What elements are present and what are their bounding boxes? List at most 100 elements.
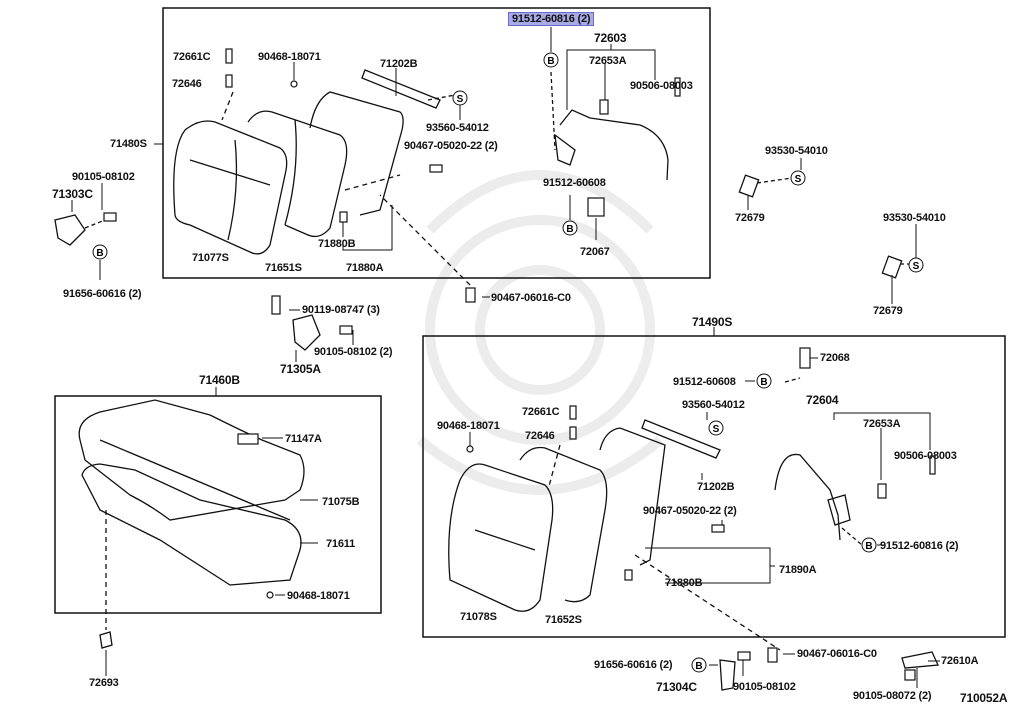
part-label-91656-60616-b[interactable]: 91656-60616 (2)	[594, 659, 673, 671]
part-label-72679[interactable]: 72679	[735, 212, 765, 224]
part-label-90467-06016-C0[interactable]: 90467-06016-C0	[491, 292, 571, 304]
bolt-marker-icon: B	[756, 373, 772, 389]
svg-text:S: S	[795, 174, 802, 185]
part-label-91512-60816-highlighted[interactable]: 91512-60816 (2)	[508, 12, 595, 26]
part-label-71075B[interactable]: 71075B	[322, 496, 360, 508]
bolt-marker-icon: B	[92, 244, 108, 260]
part-label-72603[interactable]: 72603	[594, 31, 627, 45]
part-label-91512-60608[interactable]: 91512-60608	[543, 177, 606, 189]
part-label-90105-08102-c[interactable]: 90105-08102	[733, 681, 796, 693]
ring-90468-icon-b	[466, 445, 474, 453]
part-label-90105-08102[interactable]: 90105-08102	[72, 171, 135, 183]
part-label-71490S[interactable]: 71490S	[692, 315, 733, 329]
markers: B S B B S S B S B B	[92, 52, 924, 673]
clip-90467-06016-icon-b	[767, 647, 778, 663]
group-box-71480S	[162, 7, 711, 279]
part-label-71890A[interactable]: 71890A	[779, 564, 817, 576]
lock-cable-72604	[774, 453, 841, 541]
lock-cable-72603	[559, 109, 669, 181]
leader-lines	[71, 27, 940, 688]
spring-90506-icon-b	[929, 455, 936, 475]
ring-90468-icon	[290, 80, 298, 88]
part-label-71305A[interactable]: 71305A	[280, 362, 321, 376]
part-label-71880A[interactable]: 71880A	[346, 262, 384, 274]
part-label-91512-60816-b[interactable]: 91512-60816 (2)	[880, 540, 959, 552]
hinge-72068-icon	[799, 347, 811, 369]
clip-71880B-icon	[339, 211, 348, 223]
seatback-cover-71077S	[173, 120, 288, 255]
bolt-marker-icon: B	[562, 220, 578, 236]
part-label-93560-54012[interactable]: 93560-54012	[426, 122, 489, 134]
part-label-90506-08003[interactable]: 90506-08003	[630, 80, 693, 92]
part-label-72067[interactable]: 72067	[580, 246, 610, 258]
part-label-72646-b[interactable]: 72646	[525, 430, 555, 442]
part-label-72693[interactable]: 72693	[89, 677, 119, 689]
bolt-90119-icon	[271, 295, 281, 315]
part-label-90468-18071[interactable]: 90468-18071	[258, 51, 321, 63]
part-label-71303C[interactable]: 71303C	[52, 187, 93, 201]
screw-marker-icon: S	[908, 257, 924, 273]
clip-72661C-icon	[225, 48, 233, 64]
ring-90468-icon-c	[266, 591, 274, 599]
bolt-marker-icon: B	[861, 537, 877, 553]
svg-text:S: S	[713, 424, 720, 435]
bracket-71202B	[361, 69, 441, 109]
part-label-72653A-b[interactable]: 72653A	[863, 418, 901, 430]
part-label-90467-05020-22[interactable]: 90467-05020-22 (2)	[404, 140, 498, 152]
svg-text:B: B	[566, 224, 573, 235]
part-label-90468-18071-c[interactable]: 90468-18071	[287, 590, 350, 602]
part-label-72661C-b[interactable]: 72661C	[522, 406, 560, 418]
part-label-71077S[interactable]: 71077S	[192, 252, 229, 264]
part-label-72068[interactable]: 72068	[820, 352, 850, 364]
bolt-90105-icon	[103, 212, 117, 222]
part-label-93530-54010-b[interactable]: 93530-54010	[883, 212, 946, 224]
part-label-90119-08747[interactable]: 90119-08747 (3)	[302, 304, 380, 316]
part-label-72653A[interactable]: 72653A	[589, 55, 627, 67]
part-label-91512-60608-b[interactable]: 91512-60608	[673, 376, 736, 388]
part-label-93560-54012-b[interactable]: 93560-54012	[682, 399, 745, 411]
screw-marker-icon: S	[452, 90, 468, 106]
screw-marker-icon: S	[708, 420, 724, 436]
seatback-cover-71078S	[448, 463, 554, 612]
knob-72653A-icon	[599, 99, 609, 115]
part-label-72661C[interactable]: 72661C	[173, 51, 211, 63]
part-label-71651S[interactable]: 71651S	[265, 262, 302, 274]
watermark-emblem	[416, 170, 664, 495]
part-label-71202B-b[interactable]: 71202B	[697, 481, 735, 493]
seat-drawings	[54, 69, 939, 691]
bolt-marker-icon: B	[691, 657, 707, 673]
part-label-71078S[interactable]: 71078S	[460, 611, 497, 623]
bolt-90105-08072-icon	[904, 669, 916, 681]
part-label-71202B[interactable]: 71202B	[380, 58, 418, 70]
part-label-71880B-b[interactable]: 71880B	[665, 577, 703, 589]
part-label-71460B[interactable]: 71460B	[199, 373, 240, 387]
bolt-90105-icon-b	[339, 325, 353, 335]
pad-71147A-icon	[237, 433, 259, 445]
clip-90467-05020-icon	[429, 164, 443, 173]
part-label-71480S[interactable]: 71480S	[110, 138, 147, 150]
part-label-91656-60616[interactable]: 91656-60616 (2)	[63, 288, 142, 300]
part-label-90105-08072[interactable]: 90105-08072 (2)	[853, 690, 932, 702]
part-label-90467-06016-C0-b[interactable]: 90467-06016-C0	[797, 648, 877, 660]
part-label-93530-54010[interactable]: 93530-54010	[765, 145, 828, 157]
bracket-71202B-b	[641, 419, 721, 459]
part-label-90506-08003-b[interactable]: 90506-08003	[894, 450, 957, 462]
part-label-71611[interactable]: 71611	[326, 538, 355, 550]
part-label-72679-b[interactable]: 72679	[873, 305, 903, 317]
part-label-71304C[interactable]: 71304C	[656, 680, 697, 694]
part-label-90105-08102-b[interactable]: 90105-08102 (2)	[314, 346, 393, 358]
part-label-72610A[interactable]: 72610A	[941, 655, 979, 667]
part-label-71652S[interactable]: 71652S	[545, 614, 582, 626]
part-label-71880B[interactable]: 71880B	[318, 238, 356, 250]
part-label-90467-05020-22-b[interactable]: 90467-05020-22 (2)	[643, 505, 737, 517]
clip-72661C-icon-b	[569, 405, 577, 420]
hinge-71303C	[54, 214, 86, 246]
part-label-90468-18071-b[interactable]: 90468-18071	[437, 420, 500, 432]
seatback-pad-71651S	[247, 110, 348, 238]
figure-code: 710052A	[960, 691, 1008, 705]
clip-90467-06016-icon	[465, 287, 476, 303]
part-label-72646[interactable]: 72646	[172, 78, 202, 90]
part-label-72604[interactable]: 72604	[806, 393, 839, 407]
part-label-71147A[interactable]: 71147A	[285, 433, 322, 445]
